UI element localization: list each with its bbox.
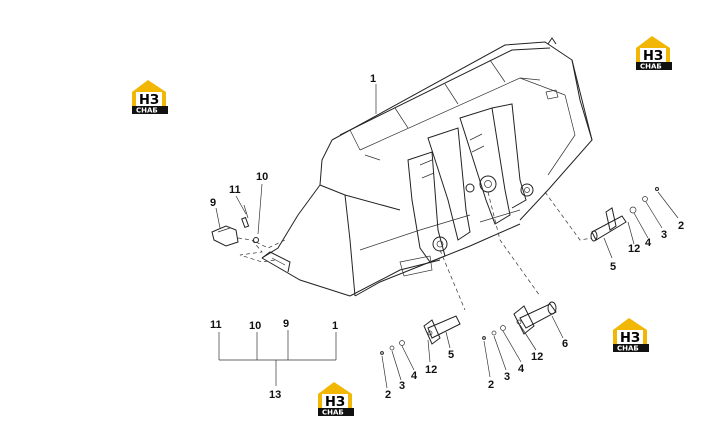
callout-right-2: 2 [678, 220, 684, 232]
callout-right-4: 4 [645, 237, 652, 249]
callout-bm-4: 4 [518, 363, 525, 375]
callout-11: 11 [229, 184, 241, 196]
callout-right-12: 12 [628, 243, 640, 255]
callout-asm-10: 10 [249, 320, 261, 332]
logo-4-subtext: СНАБ [322, 409, 344, 417]
callout-right-5: 5 [610, 261, 616, 273]
logo-1-text: НЗ [139, 93, 159, 108]
callout-bm-3: 3 [504, 371, 510, 383]
callout-1: 1 [370, 73, 376, 85]
callout-labels: 1 11 10 9 2 3 4 12 5 2 3 4 12 5 2 3 4 12… [210, 73, 684, 401]
callout-bl-4: 4 [411, 370, 418, 382]
logo-2-text: НЗ [643, 49, 663, 64]
callout-right-3: 3 [661, 229, 667, 241]
logo-4-text: НЗ [325, 395, 345, 410]
leader-lines [215, 84, 679, 389]
callout-bm-12: 12 [531, 351, 543, 363]
right-pin-drawing [544, 187, 659, 242]
logo-2: НЗ СНАБ [636, 36, 672, 71]
callout-10: 10 [256, 171, 268, 183]
logo-3: НЗ СНАБ [613, 318, 649, 353]
logo-2-subtext: СНАБ [640, 63, 662, 71]
callout-9: 9 [210, 197, 216, 209]
bucket-drawing [261, 37, 593, 297]
logo-4: НЗ СНАБ [318, 382, 354, 417]
callout-asm-11: 11 [210, 319, 222, 331]
callout-bm-2: 2 [488, 379, 494, 391]
callout-bl-5: 5 [448, 349, 454, 361]
callout-bl-3: 3 [399, 380, 405, 392]
callout-bm-6: 6 [562, 338, 568, 350]
callout-bl-12: 12 [425, 364, 437, 376]
logo-3-subtext: СНАБ [617, 345, 639, 353]
logo-3-text: НЗ [620, 331, 640, 346]
callout-asm-9: 9 [283, 318, 289, 330]
callout-bl-2: 2 [385, 389, 391, 401]
left-parts-drawing [211, 204, 286, 263]
callout-asm-1: 1 [332, 320, 338, 332]
logo-1-subtext: СНАБ [136, 107, 158, 115]
bottom-left-pin-drawing [380, 249, 466, 355]
bottom-mid-pin-drawing [482, 191, 557, 340]
callout-asm-13: 13 [269, 389, 281, 401]
logo-1: НЗ СНАБ [132, 80, 168, 115]
